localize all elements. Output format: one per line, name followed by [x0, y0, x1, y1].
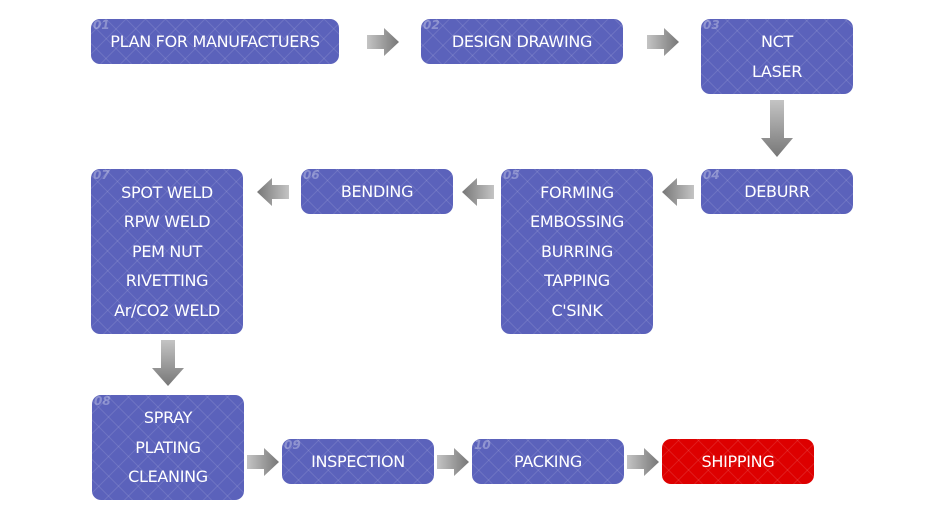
- step-label: INSPECTION: [311, 451, 405, 471]
- step-label: TAPPING: [544, 271, 610, 291]
- step-label: FORMING: [540, 182, 614, 202]
- step-label: SPRAY: [143, 408, 193, 428]
- arrow-left-icon: [253, 172, 293, 212]
- step-1-box: 01 PLAN FOR MANUFACTUERS: [91, 18, 339, 64]
- step-6-box: 06 BENDING: [301, 168, 453, 214]
- step-label: SHIPPING: [701, 451, 775, 471]
- arrow-right-icon: [363, 22, 403, 62]
- step-8-box: 08 SPRAY PLATING CLEANING: [92, 394, 244, 500]
- arrow-right-icon: [643, 22, 683, 62]
- step-number: 10: [474, 438, 491, 452]
- step-label: EMBOSSING: [530, 212, 624, 232]
- step-number: 05: [503, 168, 520, 182]
- step-label: PEM NUT: [131, 241, 202, 261]
- arrow-left-icon: [458, 172, 498, 212]
- step-label: PACKING: [514, 451, 582, 471]
- arrow-down-icon: [148, 338, 188, 388]
- step-label: RIVETTING: [125, 271, 209, 291]
- step-number: 01: [93, 18, 110, 32]
- arrow-down-icon: [757, 98, 797, 160]
- step-9-box: 09 INSPECTION: [282, 438, 434, 484]
- step-label: SPOT WELD: [121, 182, 213, 202]
- step-label: RPW WELD: [123, 212, 211, 232]
- step-label: PLAN FOR MANUFACTUERS: [110, 31, 320, 51]
- step-label: DEBURR: [744, 181, 810, 201]
- arrow-right-icon: [433, 442, 473, 482]
- arrow-right-icon: [243, 442, 283, 482]
- step-label: Ar/CO2 WELD: [114, 300, 220, 320]
- step-3-box: 03 NCT LASER: [701, 18, 853, 94]
- step-label: BENDING: [340, 181, 414, 201]
- step-number: 07: [93, 168, 110, 182]
- step-label: PLATING: [135, 437, 201, 457]
- step-4-box: 04 DEBURR: [701, 168, 853, 214]
- step-5-box: 05 FORMING EMBOSSING BURRING TAPPING C'S…: [501, 168, 653, 334]
- step-label: LASER: [751, 61, 803, 81]
- step-number: 09: [284, 438, 301, 452]
- step-number: 03: [703, 18, 720, 32]
- step-10-box: 10 PACKING: [472, 438, 624, 484]
- arrow-right-icon: [623, 442, 663, 482]
- step-label: DESIGN DRAWING: [451, 31, 593, 51]
- step-number: 04: [703, 168, 720, 182]
- step-7-box: 07 SPOT WELD RPW WELD PEM NUT RIVETTING …: [91, 168, 243, 334]
- step-number: 02: [423, 18, 440, 32]
- step-label: NCT: [760, 32, 793, 51]
- step-label: CLEANING: [128, 467, 208, 487]
- step-number: 06: [303, 168, 320, 182]
- step-number: 08: [94, 394, 111, 408]
- shipping-box: SHIPPING: [662, 439, 814, 484]
- arrow-left-icon: [658, 172, 698, 212]
- step-2-box: 02 DESIGN DRAWING: [421, 18, 623, 64]
- step-label: BURRING: [541, 241, 613, 261]
- step-label: C'SINK: [551, 300, 603, 320]
